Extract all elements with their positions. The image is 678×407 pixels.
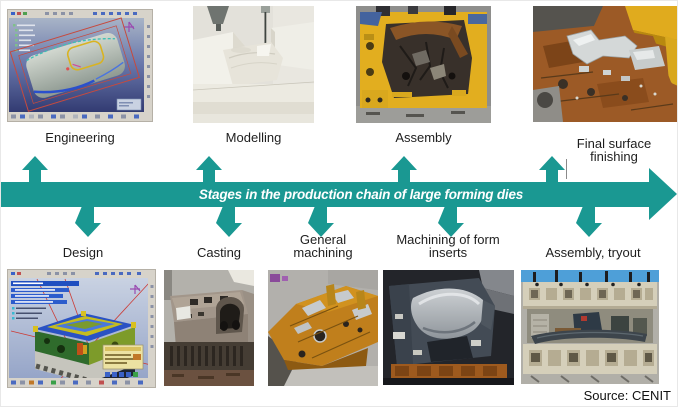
stage-label-machining-form-inserts: Machining of form inserts [396, 232, 500, 260]
design-image [7, 269, 156, 388]
stage-label-design: Design [62, 245, 104, 260]
form-inserts-image-svg [383, 270, 514, 385]
stage-label-engineering: Engineering [45, 130, 115, 145]
stage-label-modelling: Modelling [225, 130, 282, 145]
up-arrow-icon [539, 156, 565, 183]
general-machining-image-svg [268, 270, 378, 386]
banner-title: Stages in the production chain of large … [198, 187, 524, 202]
source-credit: Source: CENIT [583, 388, 671, 403]
stage-label-casting: Casting [196, 245, 242, 260]
down-arrow-icon [216, 206, 242, 237]
down-arrow-icon [438, 206, 464, 237]
stage-label-assembly: Assembly [395, 130, 452, 145]
general-machining-image [268, 270, 378, 386]
assembly-image [356, 6, 491, 123]
up-arrow-icon [196, 156, 222, 183]
engineering-image-svg [7, 9, 153, 122]
final-finishing-image-svg [533, 6, 677, 122]
stage-label-general-machining: General machining [293, 232, 353, 260]
up-arrow-icon [391, 156, 417, 183]
engineering-image [7, 9, 153, 122]
casting-image-svg [164, 270, 254, 386]
form-inserts-image [383, 270, 514, 385]
assembly-tryout-image [521, 270, 659, 384]
banner-bar [1, 182, 650, 207]
assembly-tryout-image-svg [521, 270, 659, 384]
modelling-image [193, 6, 314, 123]
down-arrow-icon [308, 206, 334, 237]
down-arrow-icon [75, 206, 101, 237]
banner-arrowhead-icon [649, 168, 677, 220]
down-arrow-icon [576, 206, 602, 237]
modelling-image-svg [193, 6, 314, 123]
final-finishing-image [533, 6, 677, 122]
stray-tick-mark [566, 159, 567, 179]
assembly-image-svg [356, 6, 491, 123]
casting-image [164, 270, 254, 386]
stage-label-assembly-tryout: Assembly, tryout [545, 245, 641, 260]
stage-label-final-surface-finishing: Final surface finishing [576, 136, 652, 164]
up-arrow-icon [22, 156, 48, 183]
design-image-svg [7, 269, 156, 388]
